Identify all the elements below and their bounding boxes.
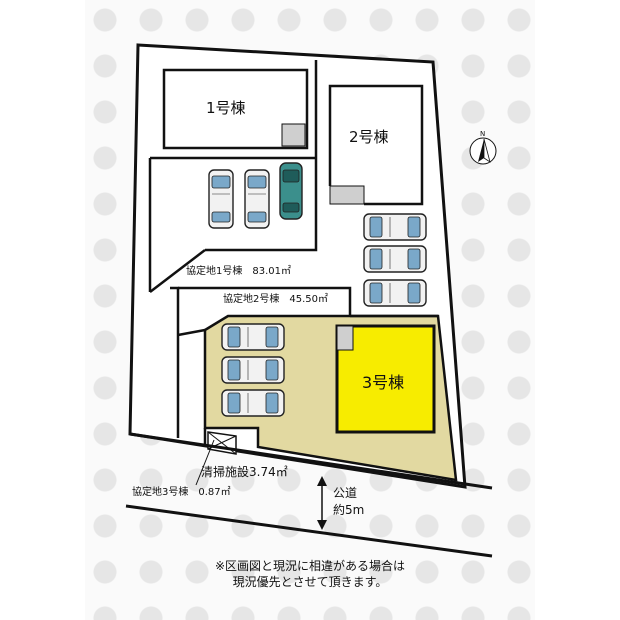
area-label-3: 協定地3号棟 0.87㎡ <box>132 485 231 498</box>
parking-car-teal <box>279 162 303 220</box>
parking-car <box>208 169 234 229</box>
compass: N <box>469 130 497 165</box>
parking-car <box>363 213 427 241</box>
building-1-label: 1号棟 <box>206 99 246 117</box>
building-2-label: 2号棟 <box>349 128 389 146</box>
road-width-label: 約5m <box>333 502 364 517</box>
parking-car <box>221 389 285 417</box>
building-1-entrance <box>281 123 306 147</box>
parking-car <box>221 356 285 384</box>
area-label-2: 協定地2号棟 45.50㎡ <box>223 292 328 305</box>
road-label: 公道 <box>333 486 357 500</box>
parking-car <box>244 169 270 229</box>
building-3-entrance <box>336 325 354 351</box>
parking-car <box>363 279 427 307</box>
disclaimer-line-2: 現況優先とさせて頂きます。 <box>232 575 388 589</box>
road-width-arrow <box>317 476 327 530</box>
cleaning-facility-label: 清掃施設3.74㎡ <box>201 464 288 479</box>
road-edge-top <box>129 432 493 490</box>
parking-car <box>363 245 427 273</box>
road-edge-bottom <box>125 504 493 558</box>
compass-label: N <box>480 130 485 138</box>
north-arrow-icon <box>478 139 484 162</box>
building-3-label: 3号棟 <box>362 373 404 392</box>
parking-car <box>221 323 285 351</box>
building-2 <box>328 84 424 206</box>
partition-lines <box>148 60 438 446</box>
building-2-entrance <box>329 185 365 205</box>
disclaimer-line-1: ※区画図と現況に相違がある場合は <box>214 559 406 573</box>
area-label-1: 協定地1号棟 83.01㎡ <box>186 264 291 277</box>
